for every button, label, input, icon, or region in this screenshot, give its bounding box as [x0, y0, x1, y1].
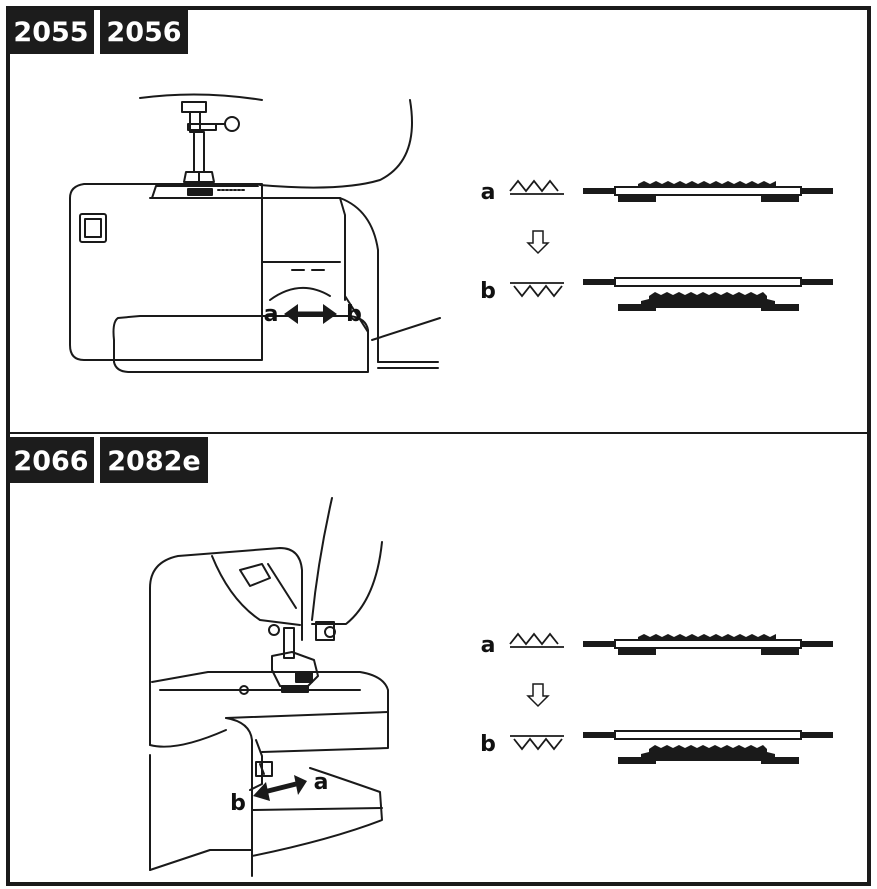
model-badge-label: 2066	[13, 446, 88, 477]
model-badge	[8, 437, 94, 483]
model-badge	[100, 8, 188, 54]
feed-dog-state-lowered: b	[480, 730, 834, 765]
model-badge-label: 2082e	[107, 446, 200, 477]
feed-dog-plate-raised	[582, 180, 834, 203]
machine-label-a: a	[264, 302, 279, 327]
model-badge-label: 2056	[106, 17, 181, 48]
section-1: 2055 2056	[8, 8, 834, 373]
feed-dog-state-raised: a	[481, 633, 834, 658]
double-arrow-icon	[284, 304, 337, 324]
feed-dogs-down-icon	[509, 735, 565, 750]
state-label: a	[481, 633, 496, 658]
sewing-machine-illustration	[149, 497, 389, 877]
down-arrow-icon	[527, 230, 549, 254]
feed-dogs-up-icon	[509, 633, 565, 648]
double-arrow-icon	[253, 775, 307, 801]
machine-label-a: a	[314, 770, 329, 795]
machine-label-b: b	[230, 791, 246, 816]
feed-dog-state-raised: a	[481, 180, 834, 205]
section-2: 2066 2082e	[8, 437, 834, 877]
model-badge-label: 2055	[13, 17, 88, 48]
feed-dog-plate-lowered	[582, 277, 834, 312]
feed-dogs-down-icon	[509, 282, 565, 297]
feed-dog-plate-raised	[582, 633, 834, 656]
machine-label-b: b	[346, 302, 362, 327]
state-label: a	[481, 180, 496, 205]
sewing-machine-illustration	[69, 93, 441, 373]
feed-dogs-up-icon	[509, 180, 565, 195]
feed-dog-plate-lowered	[582, 730, 834, 765]
state-label: b	[480, 279, 496, 304]
feed-dog-state-lowered: b	[480, 277, 834, 312]
model-badge	[8, 8, 94, 54]
down-arrow-icon	[527, 683, 549, 707]
state-label: b	[480, 732, 496, 757]
model-badge	[100, 437, 208, 483]
